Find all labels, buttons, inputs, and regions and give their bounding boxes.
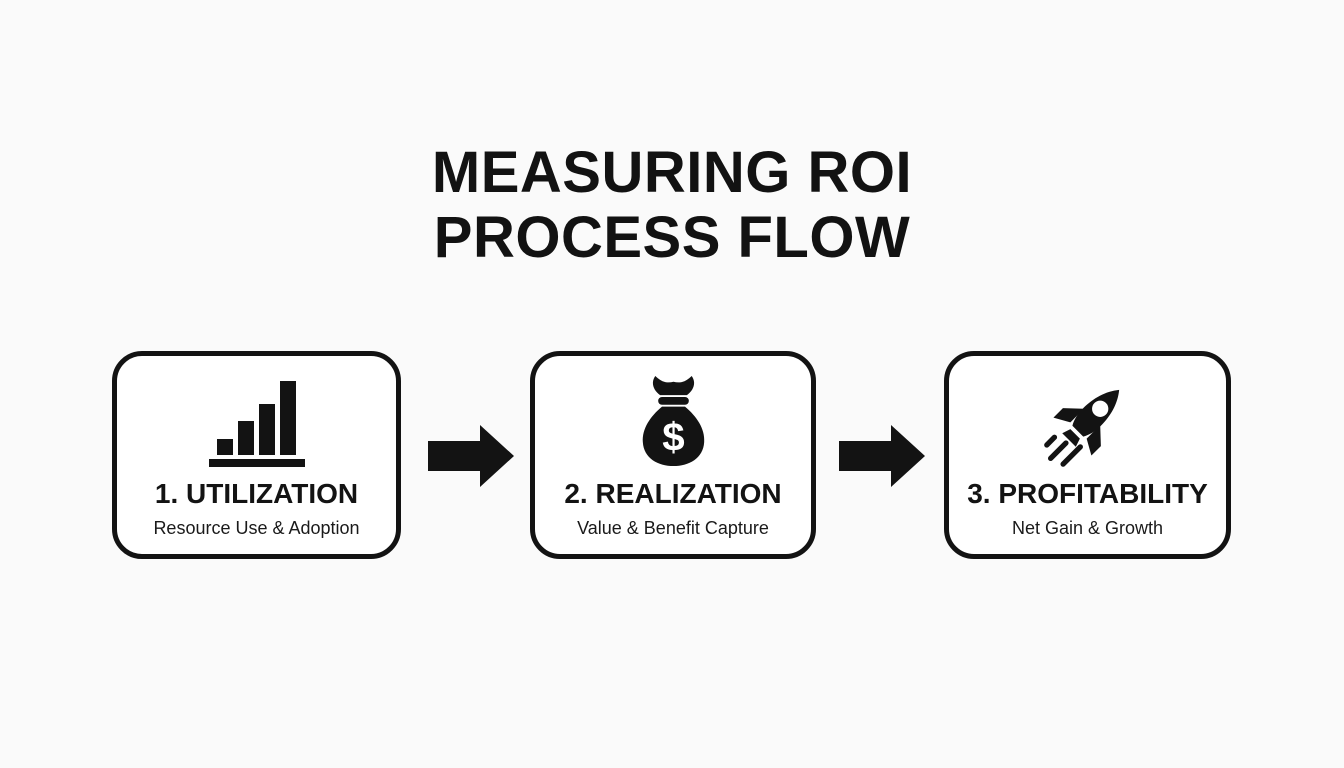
money-bag-icon: $: [635, 375, 712, 467]
step-subtitle: Resource Use & Adoption: [153, 518, 360, 538]
svg-text:$: $: [662, 415, 684, 460]
arrow-right-icon: [428, 425, 514, 487]
step-card-profitability: 3. PROFITABILITY Net Gain & Growth: [944, 351, 1231, 559]
page-title: MEASURING ROI PROCESS FLOW: [0, 140, 1344, 270]
step-title: 2. REALIZATION: [564, 478, 782, 509]
step-title: 1. UTILIZATION: [154, 478, 359, 509]
step-card-realization: $ 2. REALIZATION Value & Benefit Capture: [530, 351, 816, 559]
arrow-right-icon: [839, 425, 925, 487]
rocket-icon: [1041, 375, 1135, 467]
page-title-line-1: MEASURING ROI: [431, 140, 913, 205]
step-subtitle: Net Gain & Growth: [1011, 518, 1164, 538]
step-card-utilization: 1. UTILIZATION Resource Use & Adoption: [112, 351, 401, 559]
page-title-line-2: PROCESS FLOW: [433, 205, 911, 270]
step-title: 3. PROFITABILITY: [967, 478, 1208, 509]
step-subtitle: Value & Benefit Capture: [577, 518, 769, 538]
bar-chart-icon: [207, 375, 307, 467]
